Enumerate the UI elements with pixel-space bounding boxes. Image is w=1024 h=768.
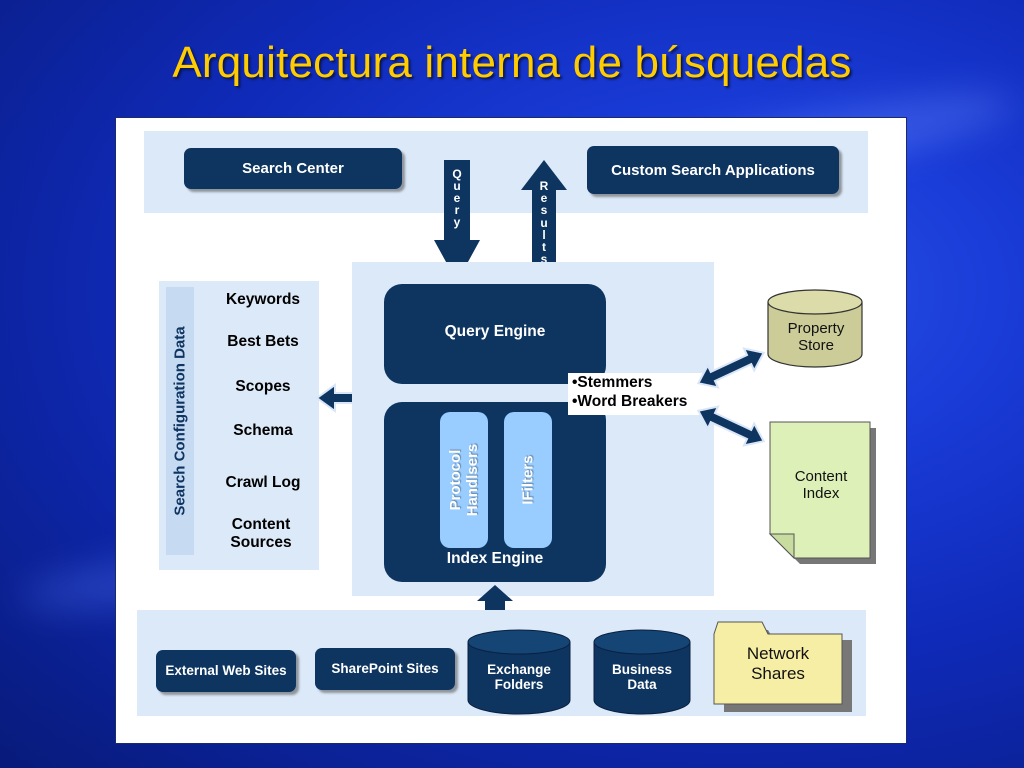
- config-vertical-strip: [166, 287, 194, 555]
- ifilters-label: IFilters: [519, 455, 537, 505]
- business-data-cylinder: [593, 629, 691, 715]
- config-vertical-label: Search Configuration Data: [171, 326, 189, 516]
- external-web-sites-box: External Web Sites: [156, 650, 296, 692]
- config-item-crawl-log: Crawl Log: [225, 474, 301, 491]
- results-arrow: [521, 160, 567, 278]
- slide-title: Arquitectura interna de búsquedas: [172, 38, 852, 87]
- network-shares-folder: [713, 621, 852, 712]
- sharepoint-sites-box: SharePoint Sites: [315, 648, 455, 690]
- content-index-label: Content Index: [794, 468, 848, 502]
- content-index-arrow: [696, 405, 766, 447]
- property-store-arrow: [696, 347, 766, 389]
- property-store-cylinder: [767, 289, 863, 368]
- note-stemmers: •Stemmers: [572, 374, 653, 391]
- protocol-handlers-block: Protocol Handlsers: [440, 412, 488, 548]
- query-engine-label: Query Engine: [444, 323, 546, 340]
- index-engine-label: Index Engine: [446, 550, 544, 567]
- content-index-document: [768, 421, 876, 564]
- property-store-label: Property Store: [787, 320, 845, 354]
- config-item-scopes: Scopes: [235, 378, 291, 395]
- config-item-schema: Schema: [233, 422, 293, 439]
- query-arrow: [434, 160, 480, 282]
- business-data-label: Business Data: [611, 662, 673, 692]
- note-word-breakers: •Word Breakers: [572, 393, 688, 410]
- search-center-box: Search Center: [184, 148, 402, 189]
- config-item-content-sources: Content Sources: [230, 516, 292, 551]
- config-item-keywords: Keywords: [225, 291, 301, 308]
- exchange-folders-cylinder: [467, 629, 571, 715]
- custom-search-box: Custom Search Applications: [587, 146, 839, 194]
- index-engine: [384, 402, 606, 582]
- network-shares-label: Network Shares: [746, 644, 810, 683]
- linguistic-notes: •Stemmers •Word Breakers: [568, 373, 720, 415]
- diagram-panel: Search Center Custom Search Applications…: [115, 117, 907, 744]
- protocol-handlers-label: Protocol Handlsers: [447, 443, 481, 517]
- ifilters-block: IFilters: [504, 412, 552, 548]
- config-item-best-bets: Best Bets: [227, 333, 299, 350]
- query-engine: [384, 284, 606, 384]
- exchange-folders-label: Exchange Folders: [487, 662, 551, 692]
